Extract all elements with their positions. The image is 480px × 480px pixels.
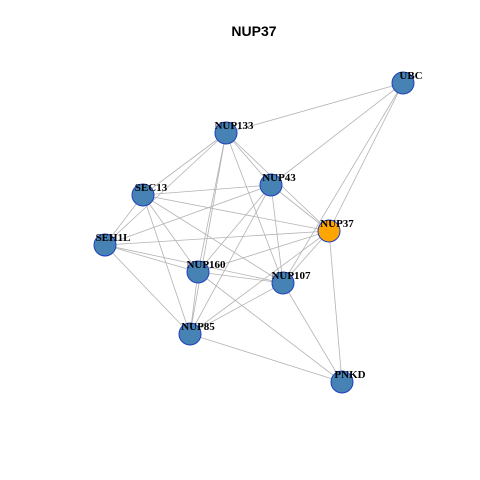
node-nup37: NUP37: [317, 218, 354, 243]
edge-nup43-seh1l: [104, 184, 272, 246]
edge-nup37-nup160: [197, 230, 330, 273]
node-circle-ubc: [391, 71, 415, 95]
edge-nup133-seh1l: [104, 132, 227, 246]
edge-nup107-nup85: [189, 282, 284, 335]
node-label-nup107: NUP107: [271, 270, 311, 282]
edge-nup133-nup107: [225, 132, 284, 284]
node-circle-nup43: [259, 173, 283, 197]
node-ubc: UBC: [391, 70, 423, 95]
edge-nup37-nup107: [282, 230, 330, 284]
node-label-nup43: NUP43: [262, 172, 296, 184]
node-circle-nup85: [178, 322, 202, 346]
node-nup160: NUP160: [186, 259, 226, 284]
edge-nup107-pnkd: [282, 282, 343, 383]
node-pnkd: PNKD: [330, 369, 366, 394]
node-label-ubc: UBC: [399, 70, 422, 82]
node-seh1l: SEH1L: [93, 232, 131, 257]
node-label-pnkd: PNKD: [334, 369, 365, 381]
node-label-nup160: NUP160: [186, 259, 226, 271]
node-nup107: NUP107: [271, 270, 311, 295]
edge-nup37-pnkd: [328, 230, 343, 383]
node-label-seh1l: SEH1L: [96, 232, 131, 244]
node-circle-nup37: [317, 219, 341, 243]
edge-sec13-nup160: [142, 194, 199, 273]
edge-seh1l-nup160: [104, 244, 199, 273]
edge-seh1l-nup85: [104, 244, 191, 335]
edge-nup85-pnkd: [189, 333, 343, 383]
node-nup85: NUP85: [178, 321, 215, 346]
edge-nup133-sec13: [142, 132, 227, 196]
edge-nup133-nup85: [189, 132, 227, 335]
graph-title: NUP37: [231, 23, 276, 39]
edge-sec13-nup85: [142, 194, 191, 335]
edge-ubc-nup43: [270, 82, 404, 186]
edge-ubc-nup37: [328, 82, 404, 232]
node-label-nup85: NUP85: [181, 321, 215, 333]
node-circle-nup133: [214, 121, 238, 145]
node-label-sec13: SEC13: [135, 182, 168, 194]
edge-nup37-nup85: [189, 230, 330, 335]
edge-nup160-pnkd: [197, 271, 343, 383]
edge-sec13-nup37: [142, 194, 330, 232]
edge-nup133-nup160: [197, 132, 227, 273]
edge-sec13-nup107: [142, 194, 284, 284]
node-circle-nup107: [271, 271, 295, 295]
node-circle-pnkd: [330, 370, 354, 394]
edge-nup43-sec13: [142, 184, 272, 196]
edge-nup43-nup85: [189, 184, 272, 335]
node-sec13: SEC13: [131, 182, 168, 207]
edge-nup43-nup160: [197, 184, 272, 273]
edge-nup160-nup107: [197, 271, 284, 284]
node-circle-nup160: [186, 260, 210, 284]
edge-nup37-seh1l: [104, 230, 330, 246]
edge-ubc-nup133: [225, 82, 404, 134]
node-circle-sec13: [131, 183, 155, 207]
node-circle-seh1l: [93, 233, 117, 257]
edge-layer: [104, 82, 404, 383]
node-label-nup133: NUP133: [214, 120, 254, 132]
edge-ubc-nup107: [282, 82, 404, 284]
edge-nup43-nup37: [270, 184, 330, 232]
node-nup133: NUP133: [214, 120, 254, 145]
node-nup43: NUP43: [259, 172, 296, 197]
node-label-nup37: NUP37: [320, 218, 354, 230]
